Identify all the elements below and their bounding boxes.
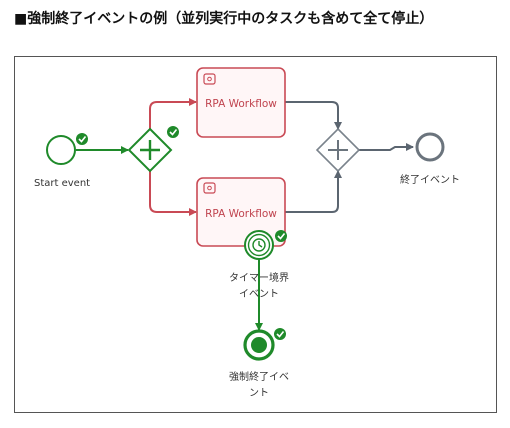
end-event[interactable] xyxy=(415,132,445,162)
robot-icon xyxy=(203,73,216,85)
robot-icon xyxy=(203,182,216,194)
flow-split-to-top-task[interactable] xyxy=(149,98,197,129)
timer-boundary-event[interactable] xyxy=(244,230,274,260)
rpa-workflow-task-bottom[interactable]: RPA Workflow xyxy=(196,177,286,247)
task-top-label: RPA Workflow xyxy=(205,98,277,110)
terminate-label-line1: 強制終了イベ xyxy=(229,370,289,383)
flow-top-task-to-join[interactable] xyxy=(285,101,342,130)
timer-label-line2: イベント xyxy=(239,288,279,300)
start-event-label: Start event xyxy=(34,178,90,189)
terminate-end-event[interactable] xyxy=(243,329,275,361)
start-event[interactable] xyxy=(46,135,76,165)
parallel-join-gateway[interactable] xyxy=(315,127,361,173)
check-badge-icon xyxy=(167,126,179,138)
terminate-label-line2: ント xyxy=(249,388,269,399)
check-badge-icon xyxy=(275,230,287,242)
diagram-heading: ■強制終了イベントの例（並列実行中のタスクも含めて全て停止） xyxy=(14,11,434,27)
end-event-label: 終了イベント xyxy=(400,173,460,186)
check-badge-icon xyxy=(76,133,88,145)
task-bottom-label: RPA Workflow xyxy=(205,208,277,220)
clock-icon xyxy=(252,238,266,252)
timer-label-line1: タイマー境界 xyxy=(229,271,289,284)
flow-join-to-end[interactable] xyxy=(359,143,414,151)
parallel-split-gateway[interactable] xyxy=(127,127,173,173)
rpa-workflow-task-top[interactable]: RPA Workflow xyxy=(196,67,286,138)
check-badge-icon xyxy=(274,328,286,340)
flow-split-to-bottom-task[interactable] xyxy=(149,171,197,216)
flow-bottom-task-to-join[interactable] xyxy=(285,170,342,213)
